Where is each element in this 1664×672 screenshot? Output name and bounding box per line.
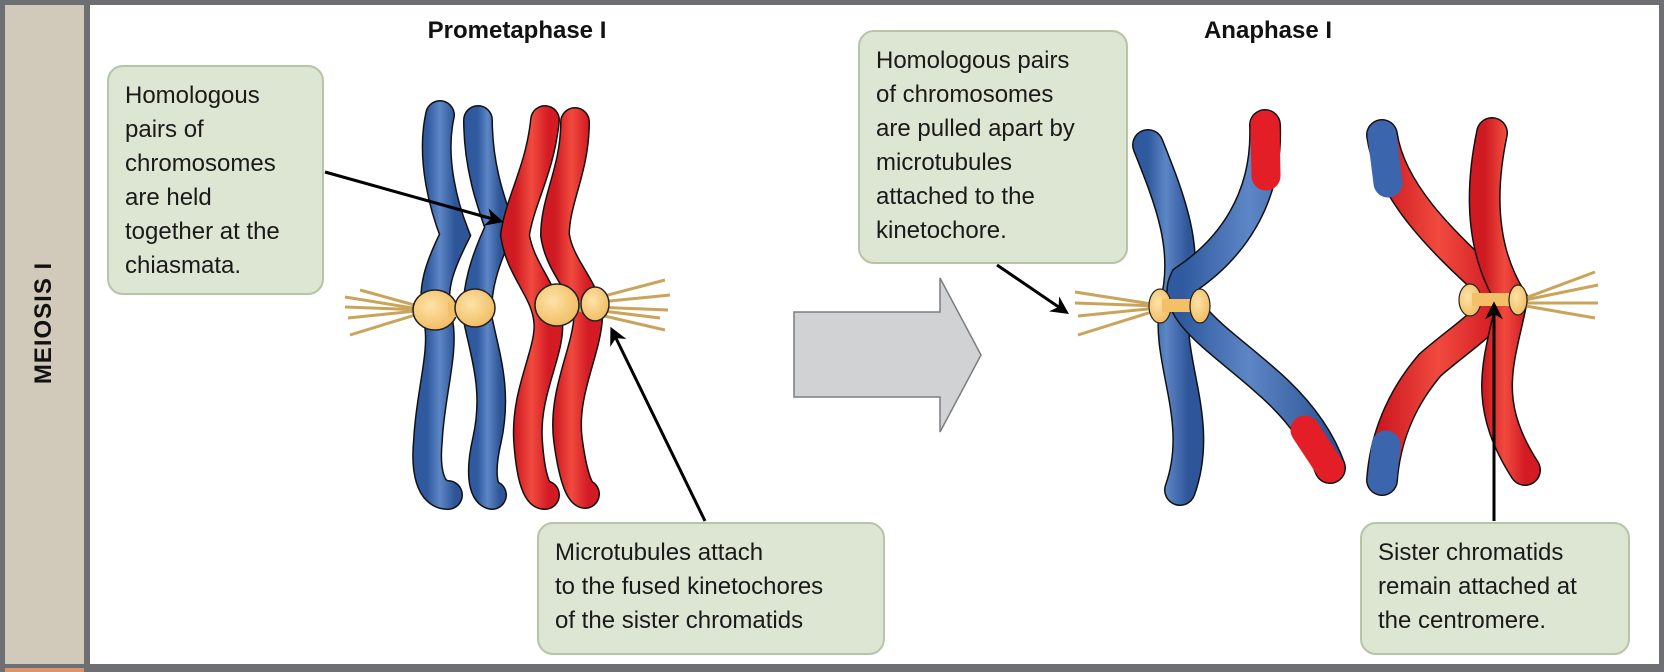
callout-line: chromosomes — [125, 150, 276, 177]
callout-line: Homologous — [125, 82, 260, 109]
callout-sister-chromatids: Sister chromatids remain attached at the… — [1360, 522, 1630, 655]
callout-line: of the sister chromatids — [555, 607, 804, 634]
callout-line: attached to the — [876, 183, 1035, 210]
sidebar-accent-strip — [5, 668, 84, 672]
callout-line: are pulled apart by — [876, 115, 1075, 142]
callout-line: Homologous pairs — [876, 47, 1070, 74]
callout-line: are held — [125, 184, 212, 211]
callout-line: pairs of — [125, 116, 204, 143]
callout-line: of chromosomes — [876, 81, 1054, 108]
callout-line: Microtubules attach — [555, 539, 764, 566]
callout-line: remain attached at — [1378, 573, 1577, 600]
callout-line: Sister chromatids — [1378, 539, 1564, 566]
callout-line: to the fused kinetochores — [555, 573, 824, 600]
callout-line: together at the — [125, 218, 280, 245]
callout-line: chiasmata. — [125, 252, 242, 279]
phase-title-anaphase: Anaphase I — [1203, 17, 1333, 44]
sidebar — [5, 5, 84, 664]
callout-pulled-apart: Homologous pairs of chromosomes are pull… — [858, 30, 1128, 264]
phase-title-prometaphase: Prometaphase I — [427, 17, 607, 44]
callout-line: kinetochore. — [876, 217, 1007, 244]
sidebar-label: MEIOSIS I — [30, 261, 57, 385]
callout-microtubules-attach: Microtubules attach to the fused kinetoc… — [537, 522, 885, 655]
callout-line: microtubules — [876, 149, 1013, 176]
callout-chiasmata: Homologous pairs of chromosomes are held… — [107, 65, 324, 295]
callout-line: the centromere. — [1378, 607, 1547, 634]
